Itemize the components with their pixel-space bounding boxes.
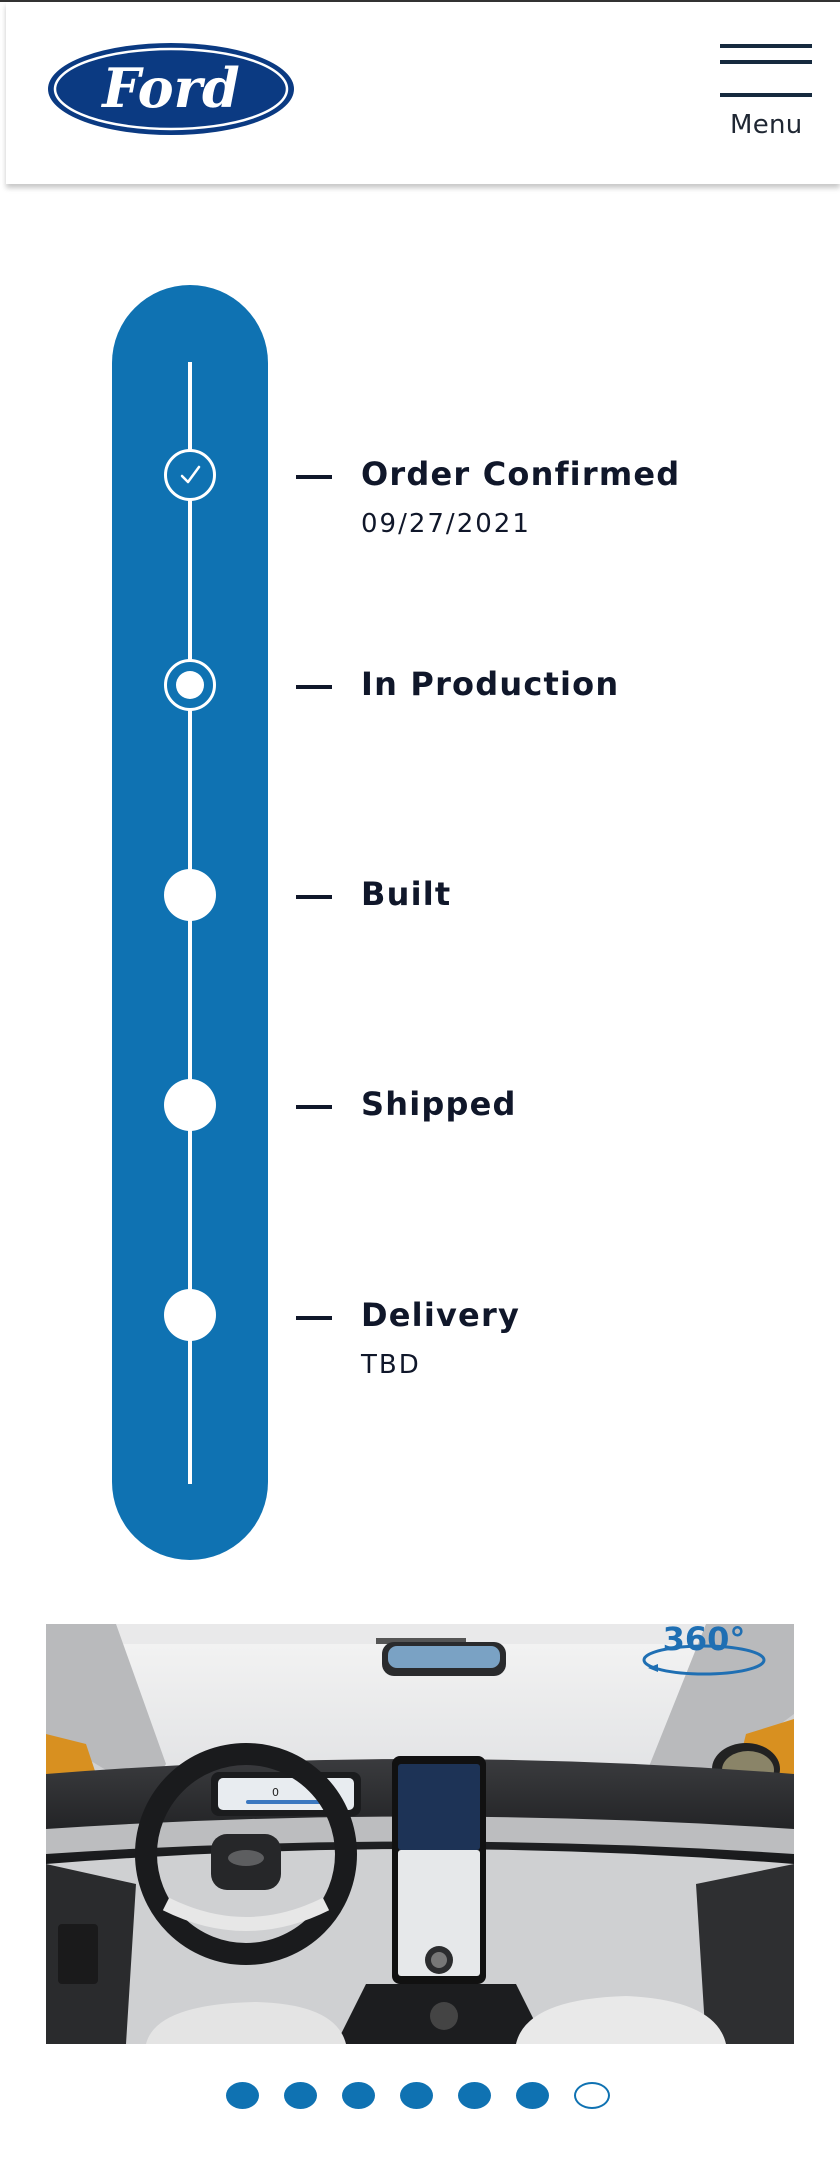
menu-label: Menu bbox=[730, 110, 803, 140]
dashboard-speed: 0 bbox=[272, 1786, 279, 1799]
vehicle-interior-360-view[interactable]: 0 360° bbox=[46, 1624, 794, 2044]
step-label-in-production: In Production bbox=[361, 665, 620, 703]
step-connector bbox=[296, 1316, 332, 1320]
360-badge-text: 360° bbox=[663, 1624, 746, 1658]
vehicle-interior-image: 0 360° bbox=[46, 1624, 794, 2044]
step-connector bbox=[296, 1105, 332, 1109]
carousel-dot-6[interactable] bbox=[516, 2082, 549, 2109]
carousel-dot-4[interactable] bbox=[400, 2082, 433, 2109]
step-connector bbox=[296, 895, 332, 899]
step-date-order-confirmed: 09/27/2021 bbox=[361, 509, 531, 539]
360-rotate-icon[interactable]: 360° bbox=[642, 1624, 766, 1676]
carousel-dot-5[interactable] bbox=[458, 2082, 491, 2109]
checkmark-icon bbox=[180, 465, 201, 484]
carousel-pagination bbox=[226, 2082, 626, 2112]
step-node-order-confirmed bbox=[164, 449, 216, 501]
site-header: Ford Menu bbox=[6, 2, 840, 184]
step-node-in-production bbox=[164, 659, 216, 711]
step-label-shipped: Shipped bbox=[361, 1085, 517, 1123]
menu-button[interactable]: Menu bbox=[712, 38, 812, 148]
ford-logo[interactable]: Ford bbox=[46, 41, 296, 137]
tracker-line bbox=[188, 362, 192, 1484]
step-connector bbox=[296, 475, 332, 479]
step-label-delivery: Delivery bbox=[361, 1296, 521, 1334]
carousel-dot-7-active[interactable] bbox=[574, 2082, 610, 2109]
step-node-shipped bbox=[164, 1079, 216, 1131]
step-label-order-confirmed: Order Confirmed bbox=[361, 455, 681, 493]
step-date-delivery: TBD bbox=[361, 1350, 421, 1380]
carousel-dot-1[interactable] bbox=[226, 2082, 259, 2109]
logo-wordmark: Ford bbox=[100, 56, 240, 120]
step-node-built bbox=[164, 869, 216, 921]
tracker-rail bbox=[112, 285, 268, 1560]
carousel-dot-2[interactable] bbox=[284, 2082, 317, 2109]
carousel-dot-3[interactable] bbox=[342, 2082, 375, 2109]
top-border bbox=[0, 0, 840, 2]
step-label-built: Built bbox=[361, 875, 452, 913]
step-node-delivery bbox=[164, 1289, 216, 1341]
step-connector bbox=[296, 685, 332, 689]
